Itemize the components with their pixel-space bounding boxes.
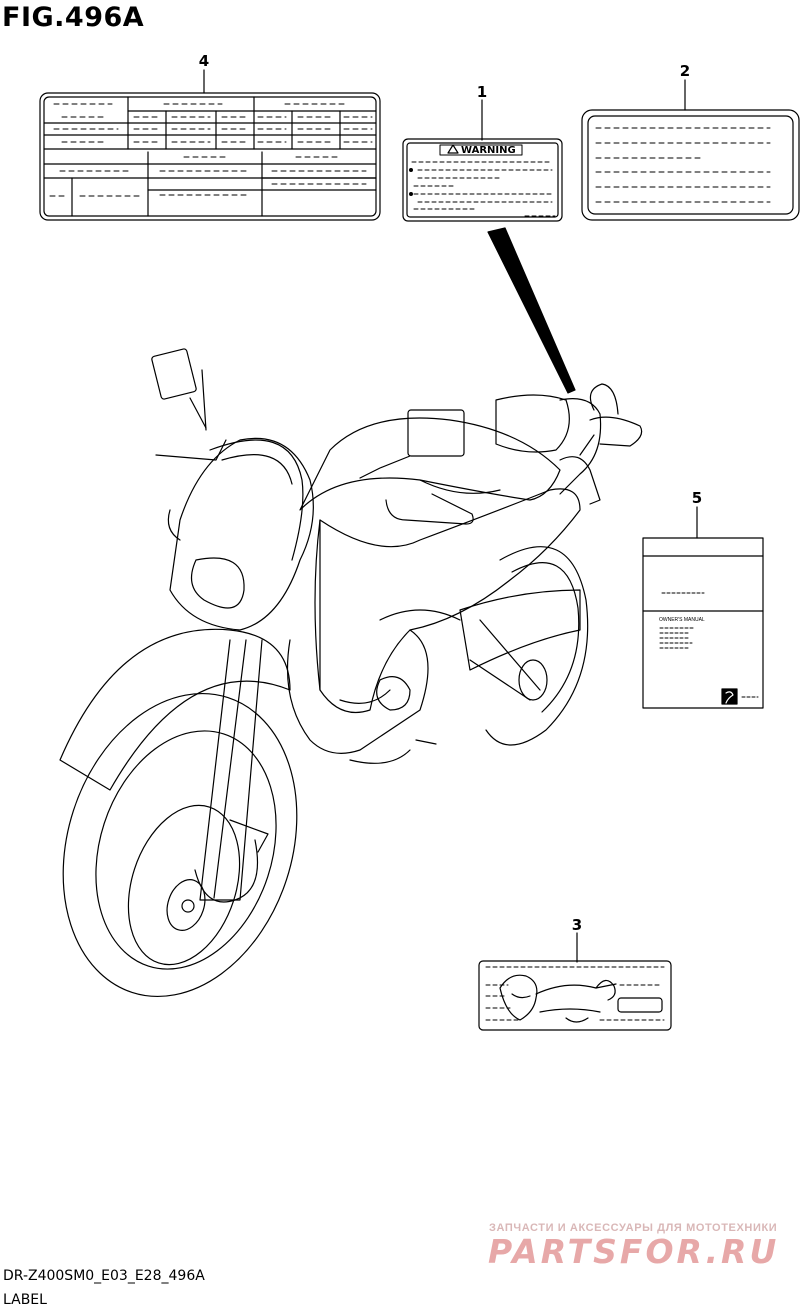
callout-2: 2: [680, 62, 690, 80]
engine-sketch: [499, 974, 538, 1021]
figure-title: FIG.496A: [2, 2, 145, 33]
warning-triangle-icon: [447, 144, 459, 154]
suzuki-logo-icon: [721, 688, 738, 705]
front-fender: [59, 628, 291, 791]
callout-1: 1: [477, 83, 487, 101]
rear-tire: [485, 546, 589, 746]
label-3[interactable]: [478, 932, 672, 1031]
label-5[interactable]: OWNER'S MANUAL: [642, 506, 764, 709]
muffler-sketch: [617, 997, 663, 1013]
motorcycle-drawing: [59, 348, 643, 998]
figure-name: LABEL: [3, 1292, 47, 1308]
right-mirror: [407, 409, 465, 457]
owners-manual-text: OWNER'S MANUAL: [659, 617, 705, 623]
headlight-cowl: [169, 437, 314, 631]
left-mirror: [151, 348, 197, 400]
label-4[interactable]: [39, 69, 381, 221]
side-panel: [319, 488, 581, 714]
fuel-tank: [299, 417, 561, 511]
callout-3: 3: [572, 916, 582, 934]
label-1-pointer: [487, 227, 576, 394]
rear-hub: [518, 659, 548, 701]
label-2[interactable]: [581, 79, 800, 221]
watermark-tagline: ЗАПЧАСТИ И АКСЕССУАРЫ ДЛЯ МОТОТЕХНИКИ: [489, 1222, 778, 1234]
rear-seat-cowl: [495, 394, 570, 453]
exhaust-pipe: [459, 589, 581, 671]
front-brake-disc: [127, 804, 241, 966]
warning-heading: WARNING: [461, 145, 516, 156]
callout-5: 5: [692, 489, 702, 507]
label-1[interactable]: WARNING: [402, 99, 563, 222]
figure-code: DR-Z400SM0_E03_E28_496A: [3, 1268, 205, 1284]
callout-4: 4: [199, 52, 209, 70]
front-tire: [62, 692, 298, 998]
watermark-brand: PARTSFOR.RU: [488, 1232, 780, 1271]
